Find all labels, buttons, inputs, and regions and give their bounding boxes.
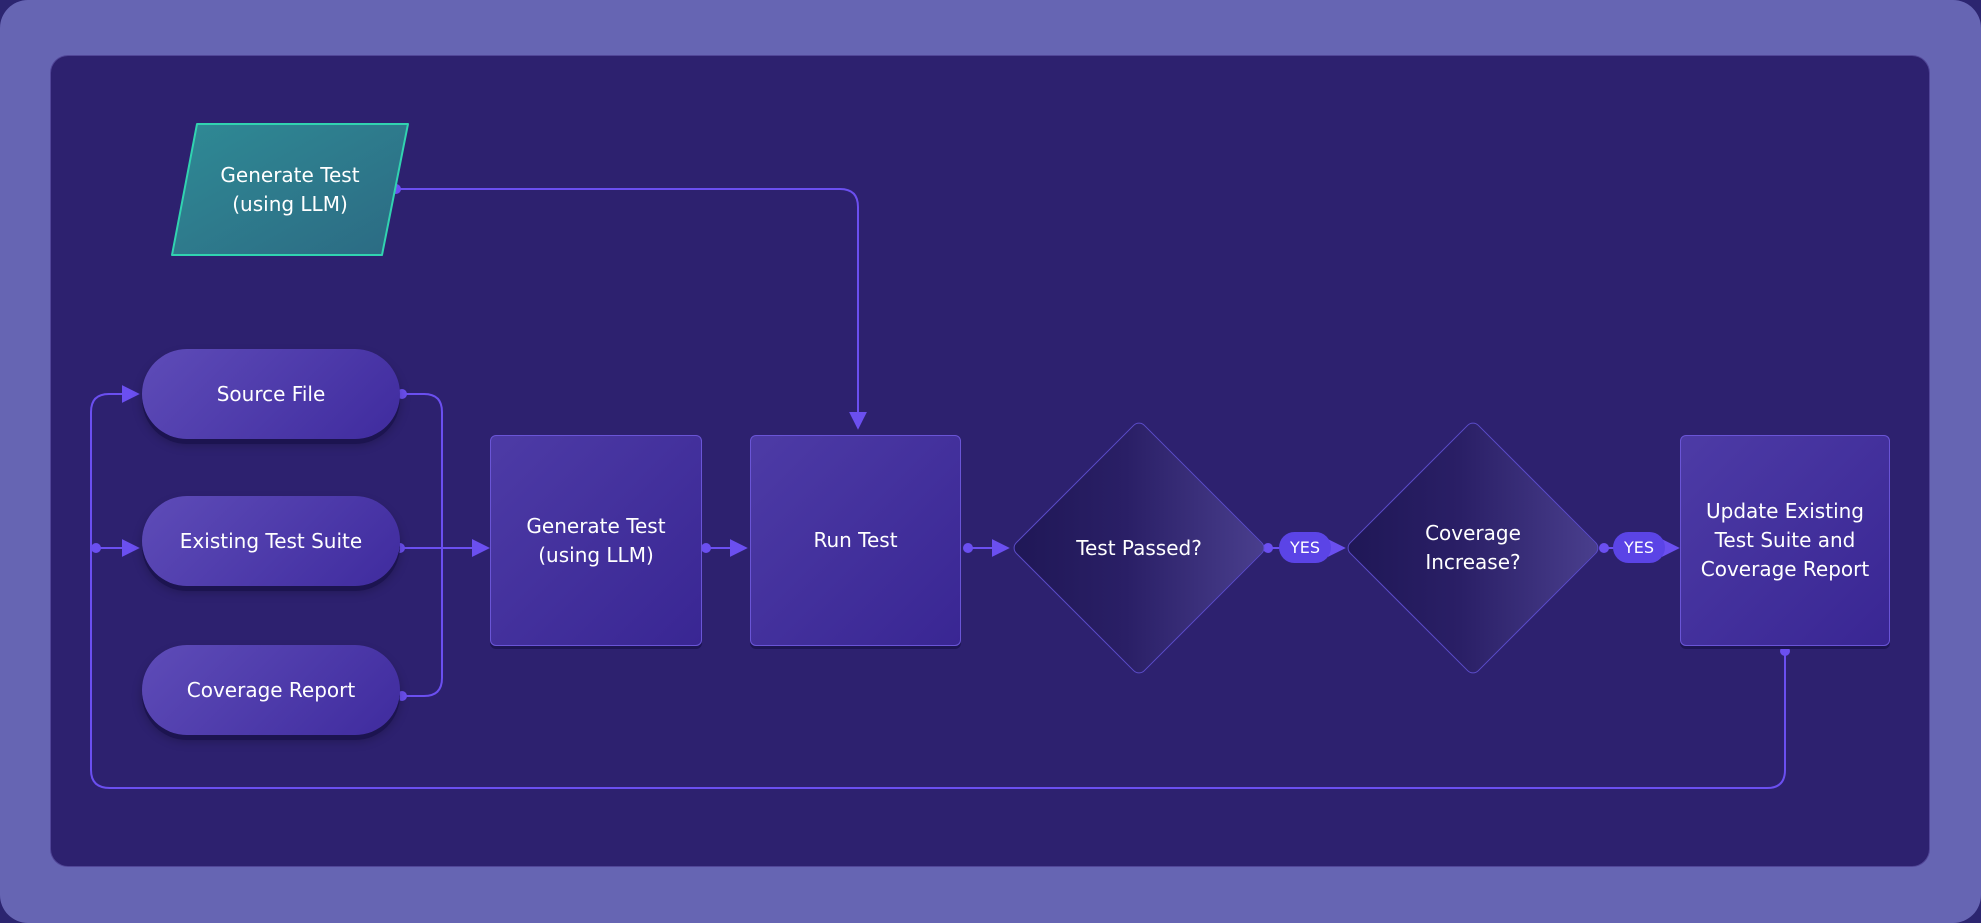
input-node-shape — [171, 123, 409, 256]
edge-coverage-report-to-generate-test — [402, 548, 443, 697]
edge-label-yes: YES — [1613, 532, 1665, 563]
decision-test-passed[interactable]: Test Passed? — [1010, 419, 1268, 677]
node-coverage-report-label: Coverage Report — [186, 677, 356, 702]
connector-dot — [1263, 543, 1273, 553]
connector-dot — [91, 543, 101, 553]
node-run-test-label: Run Test — [813, 528, 898, 552]
node-update-suite-label: Update Existing Test Suite and Coverage … — [1700, 499, 1870, 581]
node-coverage-report[interactable]: Coverage Report — [142, 645, 400, 735]
edge-label-yes: YES — [1279, 532, 1331, 563]
node-generate-test[interactable]: Generate Test (using LLM) — [490, 435, 702, 646]
input-node-label: Generate Test (using LLM) — [220, 162, 360, 216]
node-existing-test-suite[interactable]: Existing Test Suite — [142, 496, 400, 586]
connector-dot — [963, 543, 973, 553]
node-existing-test-suite-label: Existing Test Suite — [179, 528, 363, 553]
node-run-test[interactable]: Run Test — [750, 435, 961, 646]
connector-dot — [1780, 646, 1790, 656]
decision-coverage-increase[interactable]: Coverage Increase? — [1344, 419, 1602, 677]
node-source-file-label: Source File — [216, 381, 326, 406]
edge-update-feedback-loop — [90, 385, 1786, 789]
connector-dot — [701, 543, 711, 553]
node-update-suite[interactable]: Update Existing Test Suite and Coverage … — [1680, 435, 1890, 646]
edge-input-to-run-test — [396, 188, 867, 430]
decision-coverage-increase-label: Coverage Increase? — [1425, 521, 1521, 574]
edge-source-file-to-generate-test — [402, 393, 490, 557]
node-source-file[interactable]: Source File — [142, 349, 400, 439]
node-generate-test-label: Generate Test (using LLM) — [526, 513, 666, 567]
connector-dot — [1599, 543, 1609, 553]
input-node-generate-test[interactable]: Generate Test (using LLM) — [170, 122, 410, 257]
decision-test-passed-label: Test Passed? — [1076, 535, 1202, 560]
